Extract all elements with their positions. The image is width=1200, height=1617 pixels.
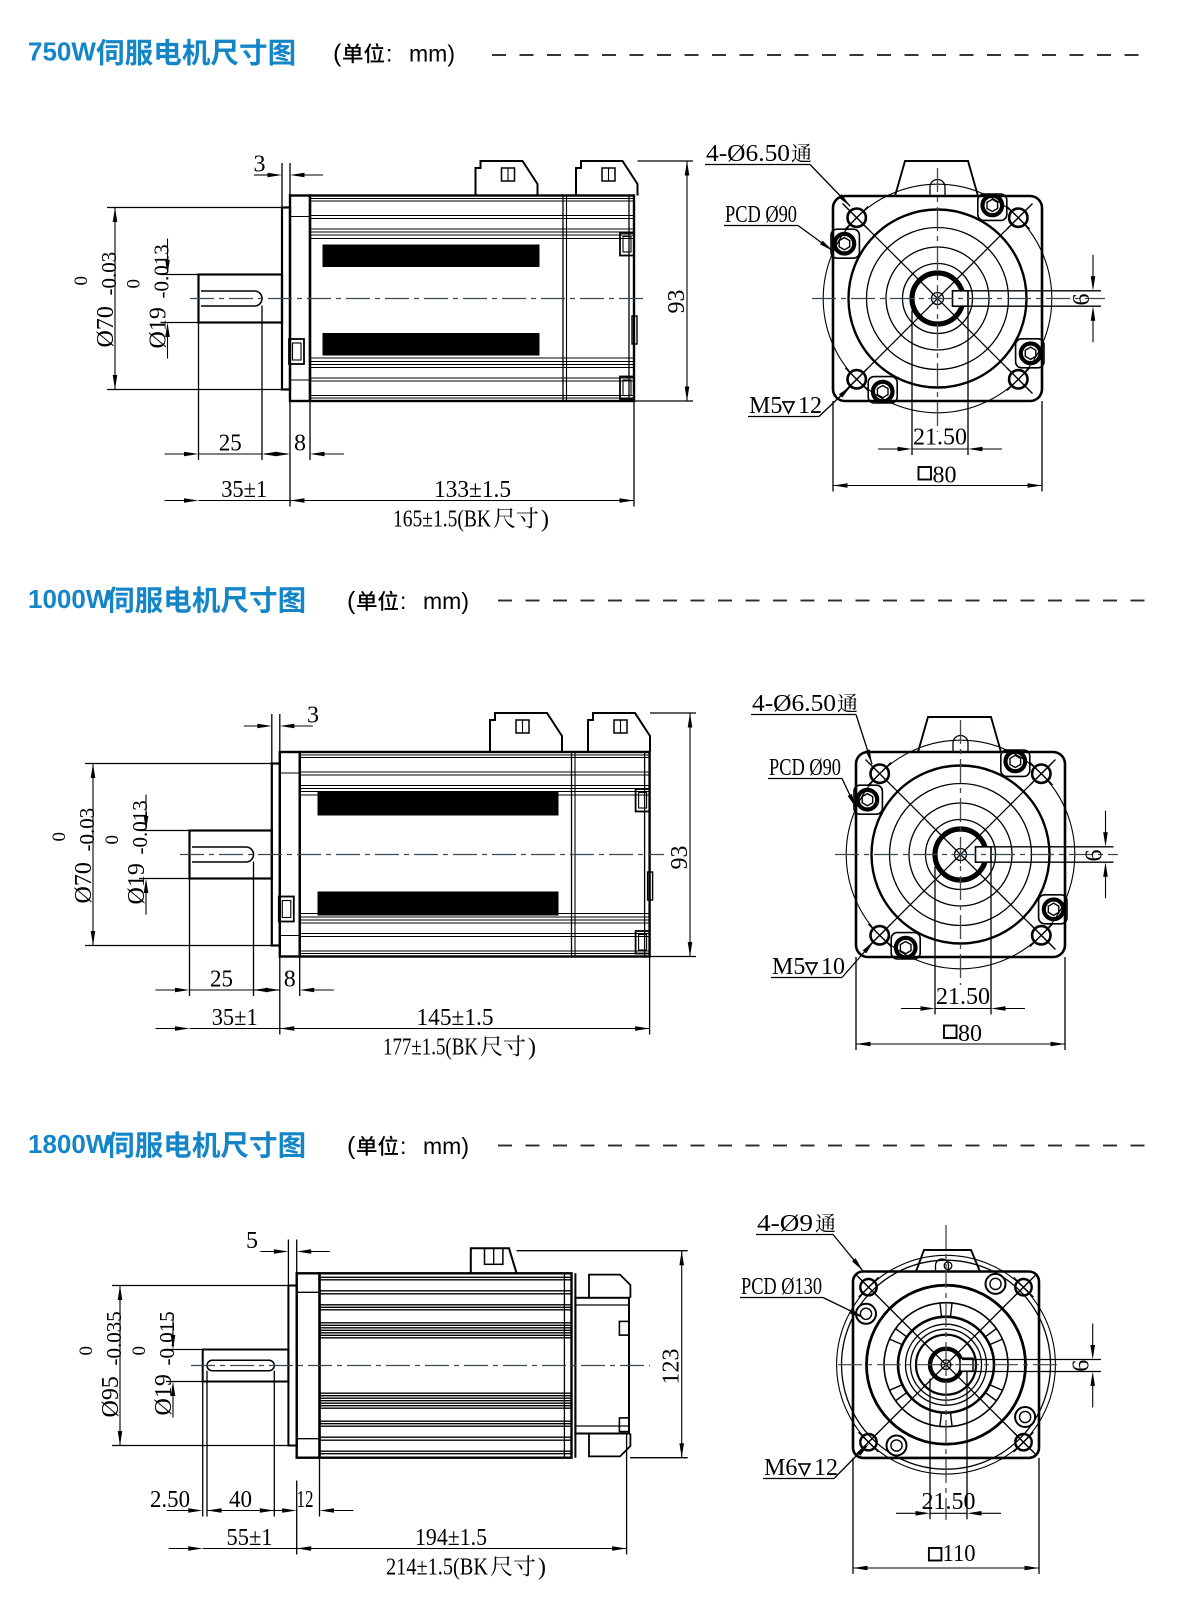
svg-text:(: ( bbox=[347, 587, 356, 615]
svg-text:6: 6 bbox=[1082, 850, 1108, 862]
svg-text:Ø70: Ø70 bbox=[71, 862, 97, 903]
svg-text:Ø19: Ø19 bbox=[151, 1374, 177, 1415]
svg-text:133±1.5: 133±1.5 bbox=[434, 477, 511, 503]
svg-text:): ) bbox=[541, 507, 549, 533]
svg-text:123: 123 bbox=[659, 1349, 685, 1385]
svg-text:Ø19: Ø19 bbox=[146, 307, 172, 348]
svg-text:12: 12 bbox=[297, 1487, 314, 1513]
svg-text:-0.03: -0.03 bbox=[75, 808, 99, 852]
svg-text:0: 0 bbox=[49, 832, 70, 842]
svg-text:3: 3 bbox=[254, 152, 266, 178]
svg-text:12: 12 bbox=[798, 393, 822, 419]
svg-text:1000W: 1000W bbox=[28, 584, 111, 614]
svg-text:194±1.5: 194±1.5 bbox=[415, 1525, 487, 1551]
svg-text:(: ( bbox=[333, 40, 342, 68]
svg-text:Ø95: Ø95 bbox=[98, 1376, 124, 1417]
svg-text:177±1.5(BK: 177±1.5(BK bbox=[383, 1035, 479, 1061]
svg-text:8: 8 bbox=[294, 431, 306, 457]
svg-text:93: 93 bbox=[667, 846, 693, 870]
svg-text:Ø70: Ø70 bbox=[93, 306, 119, 347]
svg-text:0: 0 bbox=[71, 276, 92, 286]
svg-text:M5: M5 bbox=[749, 393, 782, 419]
svg-text:80: 80 bbox=[958, 1021, 982, 1047]
svg-text:25: 25 bbox=[219, 431, 242, 457]
svg-text:PCD Ø90: PCD Ø90 bbox=[725, 202, 797, 228]
svg-text::: : bbox=[400, 588, 406, 614]
svg-text:0: 0 bbox=[76, 1346, 97, 1356]
svg-text:1800W: 1800W bbox=[28, 1129, 111, 1159]
svg-text:): ) bbox=[538, 1555, 546, 1581]
svg-text:-0.013: -0.013 bbox=[128, 800, 152, 854]
svg-text:35±1: 35±1 bbox=[221, 477, 267, 503]
svg-text:4-Ø6.50: 4-Ø6.50 bbox=[752, 691, 836, 717]
svg-text::: : bbox=[386, 41, 392, 67]
svg-text:12: 12 bbox=[814, 1455, 838, 1481]
svg-text:-0.035: -0.035 bbox=[102, 1311, 126, 1365]
svg-text:3: 3 bbox=[307, 703, 319, 729]
svg-text:0: 0 bbox=[129, 1346, 150, 1356]
svg-text:8: 8 bbox=[284, 967, 296, 993]
svg-text:6: 6 bbox=[1069, 294, 1095, 306]
svg-text:Ø19: Ø19 bbox=[124, 863, 150, 904]
svg-text:2.50: 2.50 bbox=[150, 1487, 190, 1513]
svg-text:55±1: 55±1 bbox=[227, 1525, 273, 1551]
svg-text:): ) bbox=[528, 1035, 536, 1061]
svg-text:21.50: 21.50 bbox=[913, 425, 967, 451]
svg-text:mm): mm) bbox=[423, 1133, 469, 1159]
svg-text:93: 93 bbox=[664, 290, 690, 314]
svg-text:80: 80 bbox=[933, 463, 957, 489]
svg-text:(: ( bbox=[347, 1132, 356, 1160]
svg-text:-0.015: -0.015 bbox=[155, 1311, 179, 1365]
svg-text:-0.013: -0.013 bbox=[150, 244, 174, 298]
svg-text:110: 110 bbox=[943, 1541, 976, 1567]
svg-text:PCD Ø90: PCD Ø90 bbox=[769, 755, 841, 781]
svg-text:4-Ø9: 4-Ø9 bbox=[757, 1211, 813, 1237]
svg-text::: : bbox=[400, 1133, 406, 1159]
svg-text:mm): mm) bbox=[409, 41, 455, 67]
svg-text:6: 6 bbox=[1069, 1360, 1095, 1372]
svg-text:25: 25 bbox=[210, 967, 233, 993]
svg-text:10: 10 bbox=[821, 954, 845, 980]
svg-text:4-Ø6.50: 4-Ø6.50 bbox=[706, 141, 790, 167]
svg-text:214±1.5(BK: 214±1.5(BK bbox=[386, 1555, 489, 1581]
svg-text:21.50: 21.50 bbox=[922, 1489, 976, 1515]
svg-text:40: 40 bbox=[229, 1487, 252, 1513]
svg-text:21.50: 21.50 bbox=[936, 984, 990, 1010]
svg-text:PCD Ø130: PCD Ø130 bbox=[741, 1274, 822, 1300]
svg-text:-0.03: -0.03 bbox=[97, 252, 121, 296]
svg-text:0: 0 bbox=[102, 835, 123, 845]
svg-text:750W: 750W bbox=[28, 37, 96, 67]
svg-text:0: 0 bbox=[124, 279, 145, 289]
svg-text:5: 5 bbox=[246, 1228, 258, 1254]
svg-text:mm): mm) bbox=[423, 588, 469, 614]
svg-text:35±1: 35±1 bbox=[212, 1005, 258, 1031]
svg-text:145±1.5: 145±1.5 bbox=[417, 1005, 494, 1031]
svg-text:165±1.5(BK: 165±1.5(BK bbox=[393, 507, 492, 533]
svg-text:M6: M6 bbox=[764, 1455, 797, 1481]
svg-text:M5: M5 bbox=[772, 954, 805, 980]
